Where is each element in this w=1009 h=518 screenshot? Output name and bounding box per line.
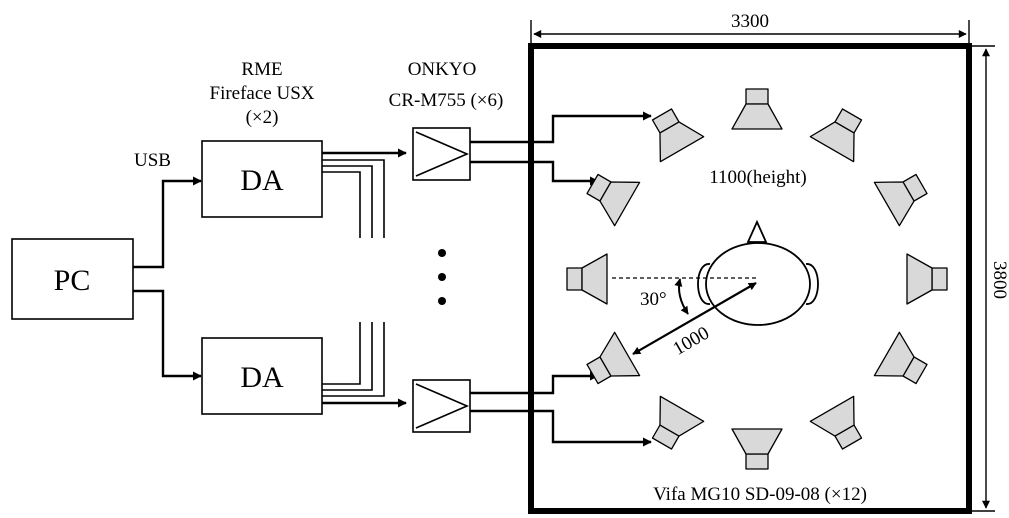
speakers-caption: Vifa MG10 SD-09-08 (×12) bbox=[653, 484, 867, 505]
room-depth-label: 3800 bbox=[989, 261, 1009, 299]
room-width-label: 3300 bbox=[731, 11, 769, 32]
listening-room bbox=[528, 43, 972, 514]
pc-box bbox=[11, 238, 134, 320]
speaker-8 bbox=[651, 395, 705, 450]
amplifier-top bbox=[412, 127, 471, 181]
pc-label: PC bbox=[54, 264, 91, 297]
speaker-2 bbox=[809, 108, 863, 163]
rme-label-line3: (×2) bbox=[246, 107, 279, 128]
speaker-1 bbox=[731, 88, 783, 130]
ellipsis-dots bbox=[438, 249, 446, 305]
rme-label-line1: RME bbox=[241, 59, 282, 80]
da-box-bottom bbox=[201, 337, 323, 415]
height-note: 1100(height) bbox=[709, 167, 806, 188]
room-width-dimension bbox=[530, 20, 970, 43]
speaker-3 bbox=[873, 173, 928, 227]
listener-head bbox=[697, 219, 819, 326]
rme-label-line2: Fireface USX bbox=[210, 83, 315, 104]
speaker-6 bbox=[809, 395, 863, 450]
usb-connections bbox=[133, 176, 202, 381]
da-top-outputs bbox=[322, 148, 407, 238]
amp-to-speaker-connections bbox=[470, 111, 652, 447]
da-top-label: DA bbox=[240, 164, 284, 197]
speaker-9 bbox=[586, 331, 641, 385]
speaker-12 bbox=[651, 108, 705, 163]
angle-arc bbox=[674, 278, 689, 315]
onkyo-label-line2: CR-M755 (×6) bbox=[389, 90, 504, 111]
onkyo-label-line1: ONKYO bbox=[408, 59, 477, 80]
da-box-top bbox=[201, 140, 323, 218]
speaker-10 bbox=[566, 253, 608, 305]
da-bottom-label: DA bbox=[240, 361, 284, 394]
angle-label: 30° bbox=[640, 289, 667, 310]
usb-label: USB bbox=[134, 150, 171, 171]
amplifier-bottom bbox=[412, 379, 471, 433]
da-bottom-outputs bbox=[322, 322, 407, 408]
speaker-5 bbox=[873, 331, 928, 385]
room-depth-dimension bbox=[972, 45, 995, 512]
radius-reference-lines bbox=[612, 277, 758, 355]
speaker-array bbox=[566, 88, 948, 470]
speaker-11 bbox=[586, 173, 641, 227]
speaker-7 bbox=[731, 428, 783, 470]
speaker-4 bbox=[906, 253, 948, 305]
